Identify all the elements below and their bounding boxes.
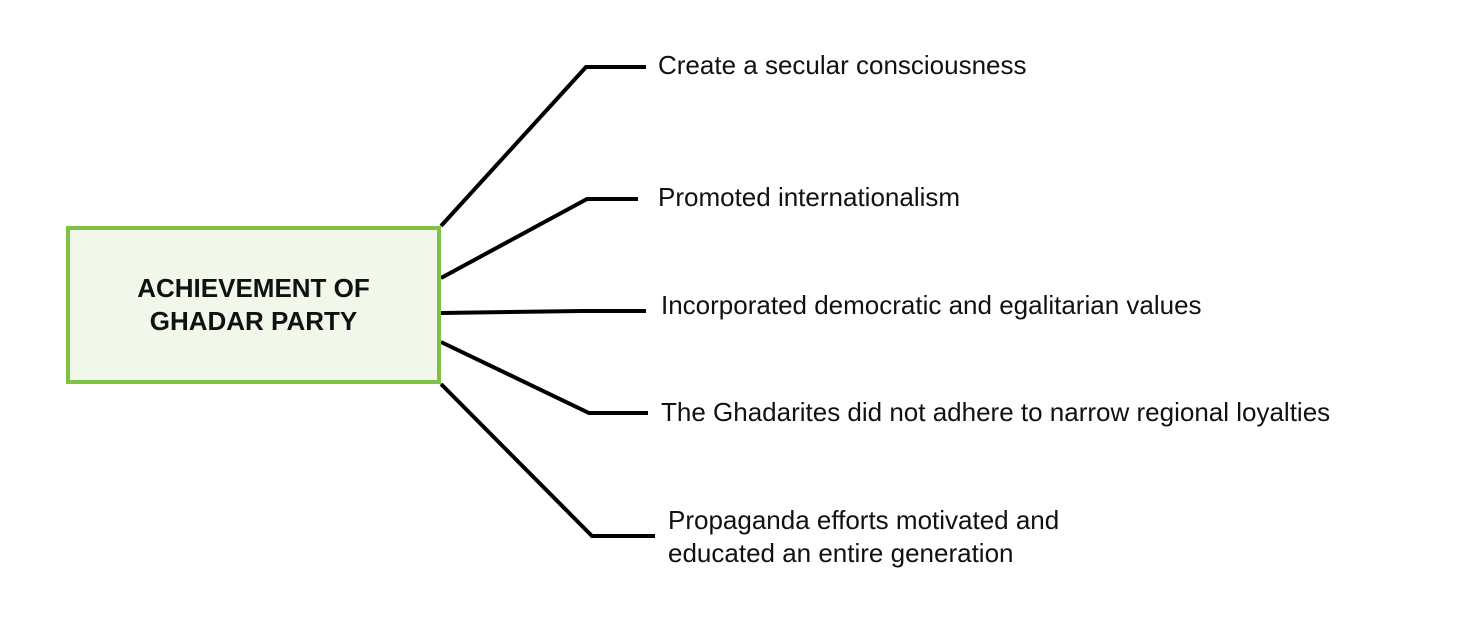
central-node: ACHIEVEMENT OF GHADAR PARTY <box>66 226 441 384</box>
branch-label-democratic-values: Incorporated democratic and egalitarian … <box>661 290 1202 320</box>
connector-line-1 <box>439 65 646 228</box>
branch-label-internationalism: Promoted internationalism <box>658 182 961 212</box>
connector-line-4 <box>440 340 648 415</box>
connector-line-2 <box>440 197 638 280</box>
branch-label-regional-loyalties: The Ghadarites did not adhere to narrow … <box>661 397 1331 427</box>
branch-label-secular-consciousness: Create a secular consciousness <box>658 50 1027 80</box>
connector-line-5 <box>439 382 655 538</box>
central-node-title: ACHIEVEMENT OF GHADAR PARTY <box>137 273 370 336</box>
connector-line-3 <box>440 309 646 315</box>
branch-label-propaganda-efforts: Propaganda efforts motivated and educate… <box>668 505 1060 568</box>
